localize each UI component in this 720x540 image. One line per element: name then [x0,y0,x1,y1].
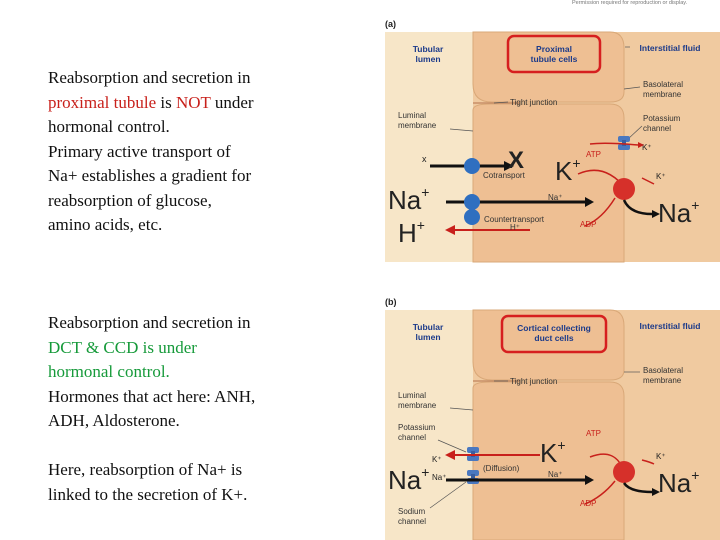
text-line: proximal tubule is NOT under [48,91,348,116]
text-line: ADH, Aldosterone. [48,411,180,430]
highlight-proximal-tubule: proximal tubule [48,92,157,112]
text-line: Na+ establishes a gradient for [48,166,252,185]
na-big-right: Na+ [658,467,699,498]
interstitial-fluid-label: Interstitial fluid [640,43,701,53]
upper-cell [472,309,625,381]
interstitial-fluid-label: Interstitial fluid [640,321,701,331]
na-out-arrow [622,482,653,494]
k-big: K+ [555,155,581,186]
panel-b-tag: (b) [385,297,397,307]
text-block-proximal: Reabsorption and secretion in proximal t… [48,66,348,238]
k-ion-right: K⁺ [656,452,666,461]
cells-highlight-box [506,34,602,74]
tight-junction-label: Tight junction [510,98,557,107]
na-ion-left: Na⁺ [432,473,446,482]
tight-junction-label: Tight junction [510,377,557,386]
na-small: Na⁺ [548,470,562,479]
cotransport-label: Cotransport [483,171,526,180]
countertransport-label: Countertransport [484,215,545,224]
text-line: reabsorption of glucose, [48,190,212,210]
main-cell [472,103,625,263]
adp-label: ADP [580,499,596,508]
text-line: Hormones that act here: ANH, [48,386,256,406]
highlight-hormonal-control: hormonal control. [48,362,170,381]
countertransporter [464,209,480,225]
atp-label: ATP [586,429,601,438]
text-line: Here, reabsorption of Na+ is [48,460,243,479]
highlight-dct-ccd: DCT & CCD is under [48,337,197,357]
permission-note: Permission required for reproduction or … [572,0,688,6]
upper-cell [472,31,625,103]
text-line: hormonal control. [48,117,170,136]
text-block-dct-ccd: Reabsorption and secretion in DCT & CCD … [48,311,348,507]
cotransporter [464,158,480,174]
na-out-arrow [622,199,653,216]
na-transporter [464,194,480,210]
tubular-lumen-region [385,310,473,540]
tubular-lumen-region [385,32,473,262]
h-big-left: H+ [398,217,425,248]
text-line: Primary active transport of [48,141,231,161]
text-line: linked to the secretion of K+. [48,484,248,504]
panel-a-tag: (a) [385,19,396,29]
spacer [48,434,348,459]
text-line: Reabsorption and secretion in [48,313,251,332]
atp-label: ATP [586,150,601,159]
text-fragment: under [210,92,254,112]
diffusion-label: (Diffusion) [483,464,520,473]
cells-highlight-box [500,314,608,354]
text-fragment: is [156,92,176,112]
k-ion-left: K⁺ [432,455,442,464]
x-small: x [422,154,427,164]
k-ion-right: K⁺ [642,143,652,152]
na-k-pump [613,461,635,483]
potassium-channel-icon [618,136,630,150]
na-k-pump [613,178,635,200]
k-channel-arrow [589,142,639,146]
na-big-right: Na+ [658,197,699,228]
na-big-left: Na+ [388,464,429,495]
x-big: X [508,147,524,174]
na-small: Na⁺ [548,193,562,202]
k-big: K+ [540,437,566,468]
text-line: amino acids, etc. [48,215,163,234]
h-small: H⁺ [510,223,520,232]
text-line: Reabsorption and secretion in [48,68,251,87]
k-ion-lower: K⁺ [656,172,666,181]
adp-label: ADP [580,220,596,229]
main-cell [472,381,625,540]
highlight-not: NOT [175,92,211,112]
na-big-left: Na+ [388,184,429,215]
